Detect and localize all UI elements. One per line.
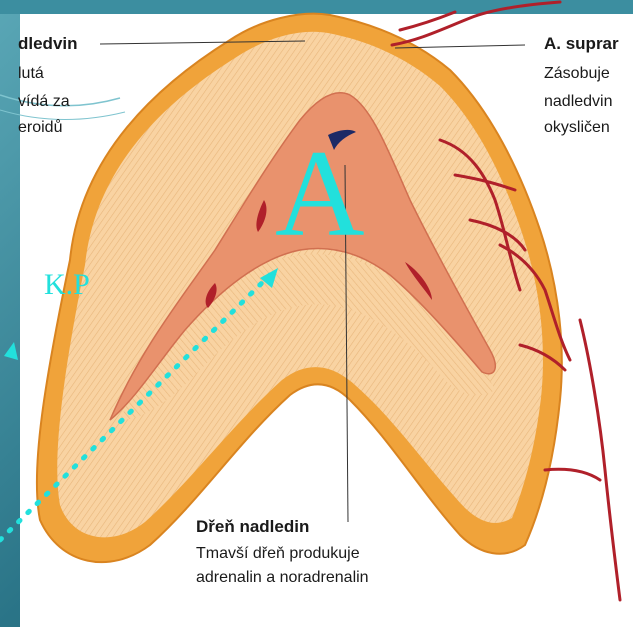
medulla-title: Dřeň nadledin xyxy=(196,517,309,537)
cortex-title: dledvin xyxy=(18,34,78,54)
cortex-desc-line-2: vídá za xyxy=(18,92,70,111)
annotation-kp: K.P xyxy=(44,268,90,302)
medulla-desc-line-1: Tmavší dřeň produkuje xyxy=(196,544,360,563)
artery-desc-line-3: okysličen xyxy=(544,118,610,137)
cortex-desc-line-3: eroidů xyxy=(18,118,62,137)
artery-desc-line-1: Zásobuje xyxy=(544,64,610,83)
annotation-letter-a: A xyxy=(275,132,365,256)
cortex-desc-line-1: lutá xyxy=(18,64,44,83)
artery-desc-line-2: nadledvin xyxy=(544,92,613,111)
medulla-desc-line-2: adrenalin a noradrenalin xyxy=(196,568,369,587)
slide-top-band xyxy=(0,0,633,14)
artery-title: A. suprar xyxy=(544,34,619,54)
